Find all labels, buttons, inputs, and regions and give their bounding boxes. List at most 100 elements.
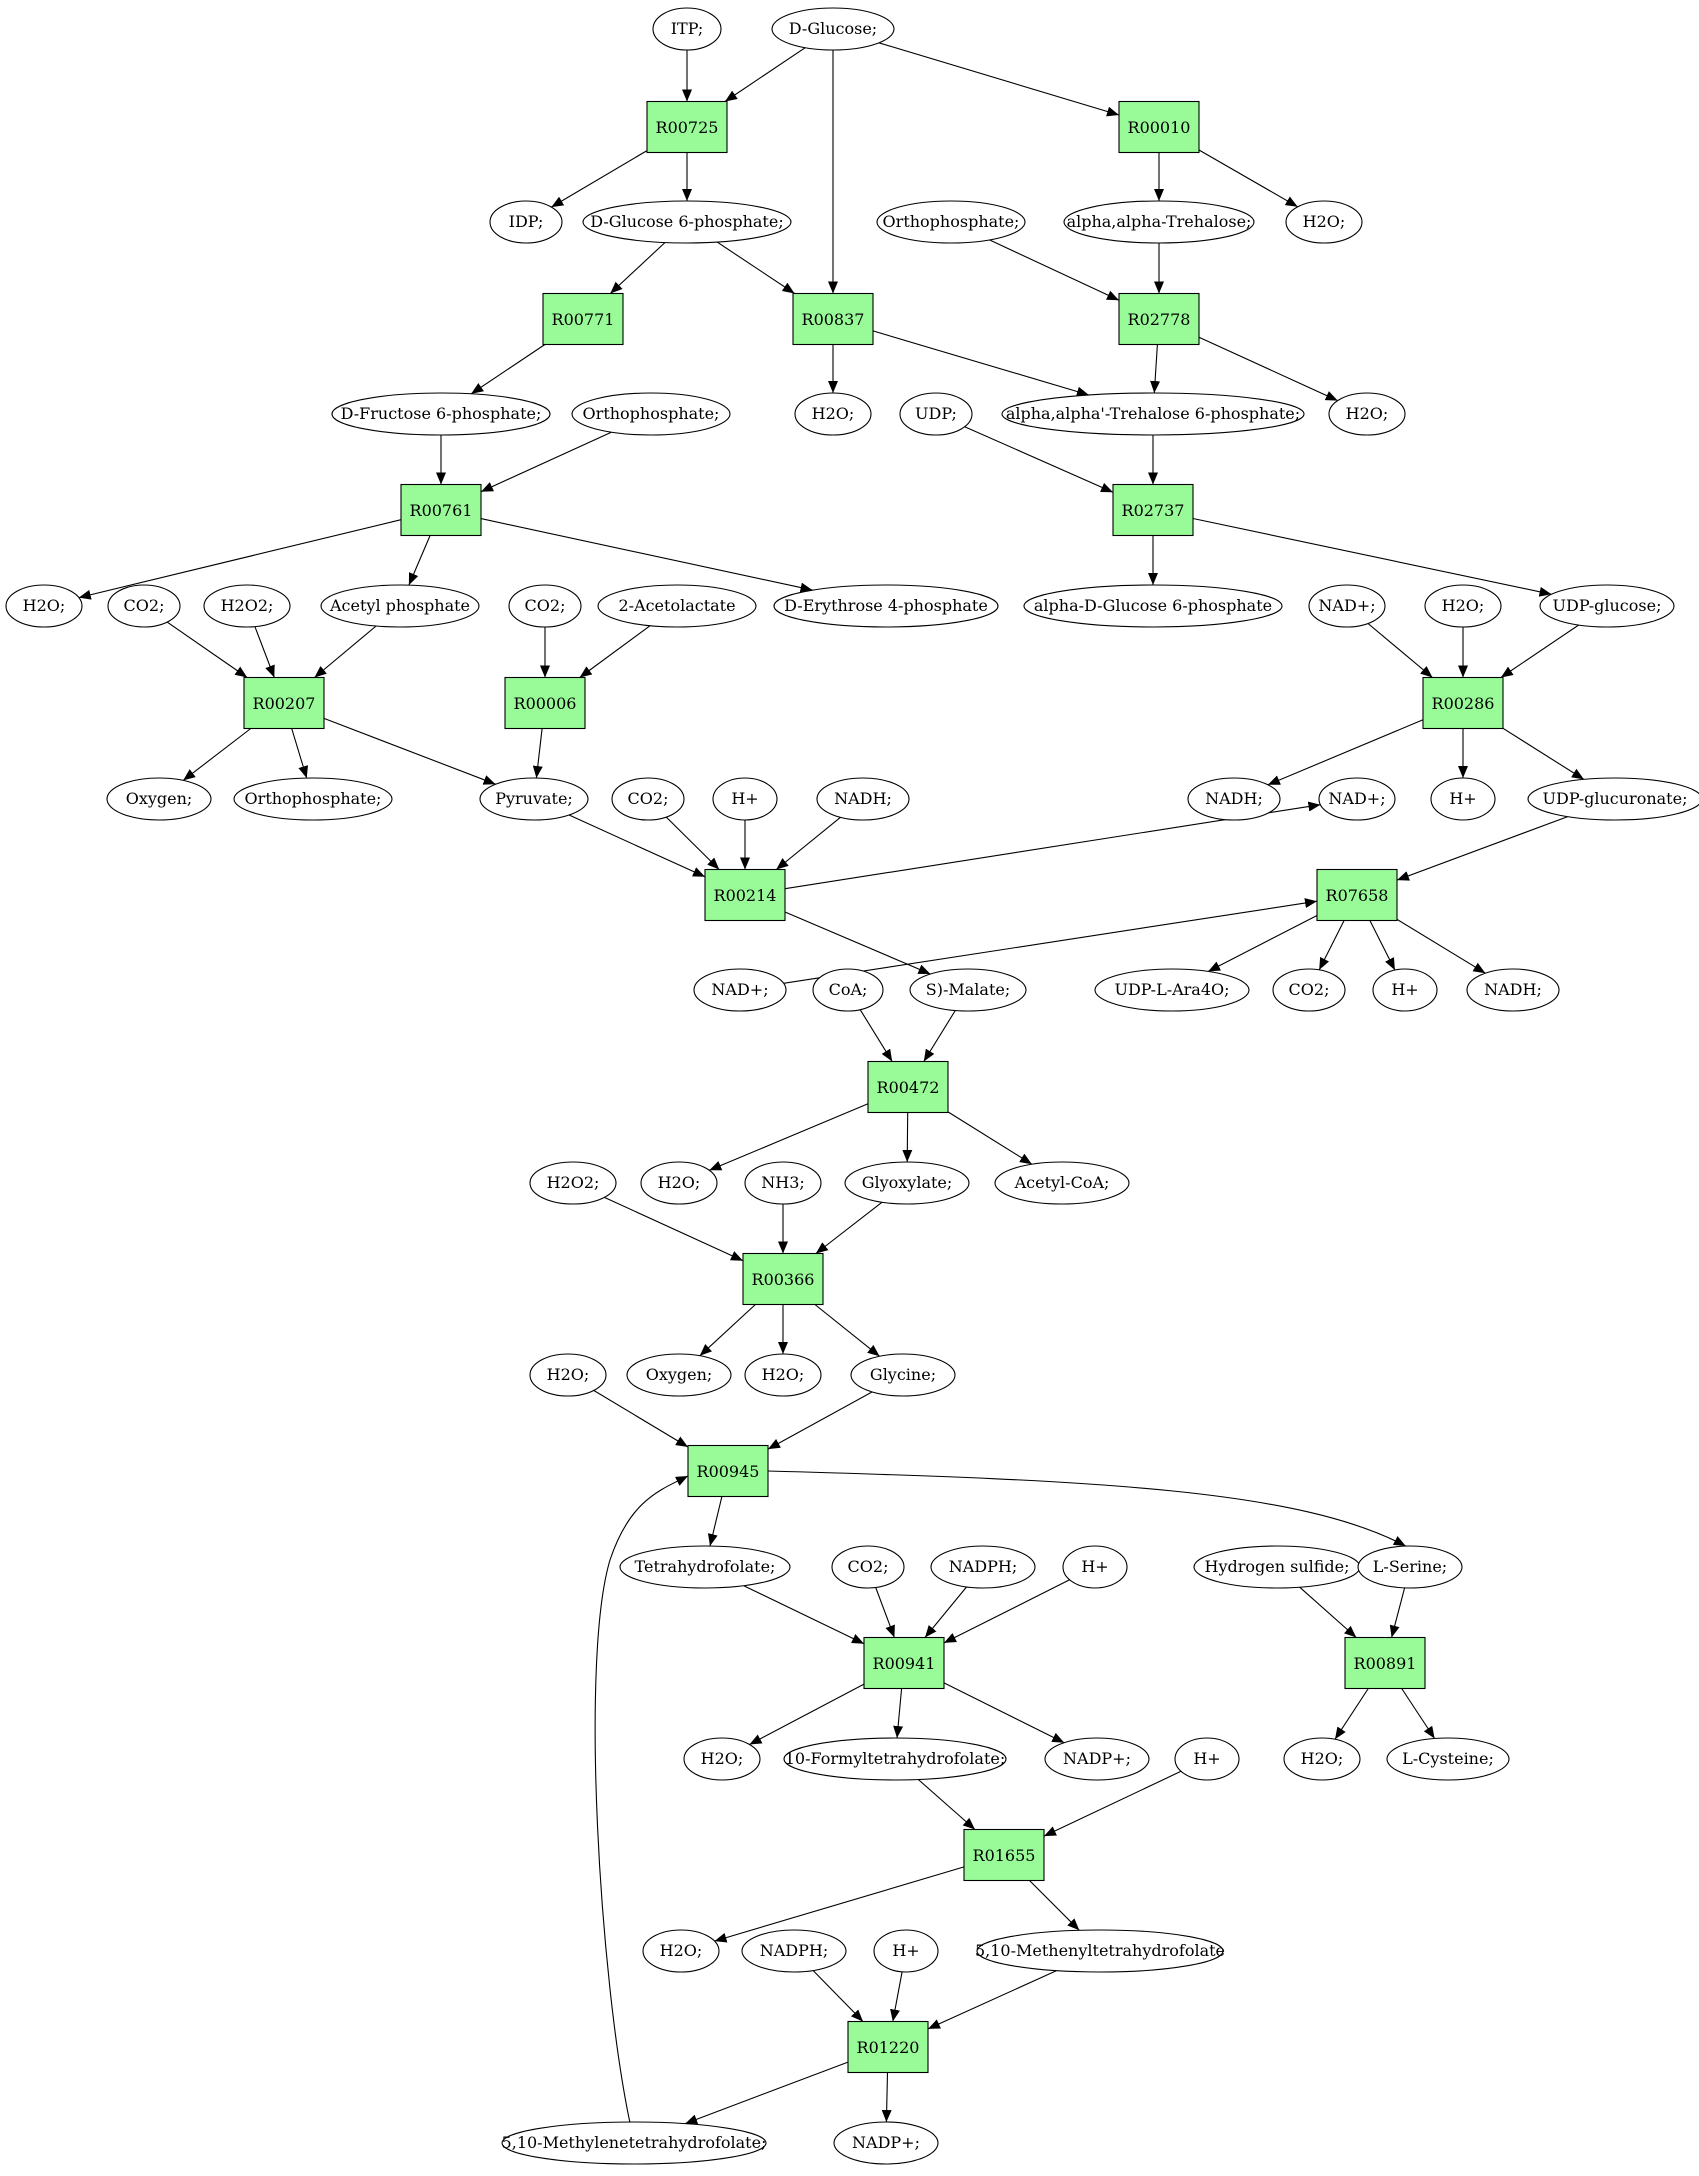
- compound-node-h2o[interactable]: H2O;: [640, 1161, 718, 1205]
- compound-node-nad-plus[interactable]: NAD+;: [1318, 777, 1396, 821]
- compound-node-nh3[interactable]: NH3;: [744, 1161, 822, 1205]
- compound-label: H2O;: [1442, 596, 1485, 615]
- compound-node-5-10-methylenetetrahydrofolate[interactable]: 5,10-Methylenetetrahydrofolate;: [501, 2121, 767, 2165]
- reaction-node-r02737[interactable]: R02737: [1112, 483, 1194, 537]
- compound-node-5-10-methenyltetrahydrofolate[interactable]: 5,10-Methenyltetrahydrofolate: [975, 1929, 1225, 1973]
- compound-node-alpha-alpha-trehalose[interactable]: alpha,alpha-Trehalose;: [1063, 200, 1255, 244]
- reaction-node-r01655[interactable]: R01655: [963, 1828, 1045, 1882]
- reaction-node-r01220[interactable]: R01220: [847, 2020, 929, 2074]
- compound-node-h-plus[interactable]: H+: [873, 1929, 939, 1973]
- compound-node-orthophosphate[interactable]: Orthophosphate;: [876, 200, 1026, 244]
- reaction-node-r00891[interactable]: R00891: [1344, 1636, 1426, 1690]
- reaction-box: [963, 1828, 1045, 1882]
- compound-node-nadp-plus[interactable]: NADP+;: [833, 2121, 939, 2165]
- compound-node-udp-glucose[interactable]: UDP-glucose;: [1539, 584, 1675, 628]
- compound-ellipse: [1386, 1737, 1510, 1781]
- compound-node-acetyl-coa[interactable]: Acetyl-CoA;: [994, 1161, 1130, 1205]
- compound-node-co2[interactable]: CO2;: [107, 584, 181, 628]
- compound-node-co2[interactable]: CO2;: [831, 1545, 905, 1589]
- compound-label: NAD+;: [1328, 789, 1385, 808]
- compound-node-co2[interactable]: CO2;: [1272, 968, 1346, 1012]
- reaction-node-r00286[interactable]: R00286: [1422, 676, 1504, 730]
- compound-node-h2o[interactable]: H2O;: [1285, 200, 1363, 244]
- compound-node-udp-l-ara4o[interactable]: UDP-L-Ara4O;: [1094, 968, 1250, 1012]
- compound-node-glycine[interactable]: Glycine;: [850, 1353, 956, 1397]
- compound-node-h-plus[interactable]: H+: [712, 777, 778, 821]
- edge-R00472-to-h2o_f: [709, 1103, 869, 1171]
- compound-node-h2o[interactable]: H2O;: [642, 1929, 720, 1973]
- compound-node-coa[interactable]: CoA;: [812, 968, 884, 1012]
- reaction-label: R00761: [410, 501, 473, 520]
- compound-node-nadh[interactable]: NADH;: [1187, 777, 1281, 821]
- compound-node-hydrogen-sulfide[interactable]: Hydrogen sulfide;: [1193, 1545, 1361, 1589]
- compound-node-l-cysteine[interactable]: L-Cysteine;: [1386, 1737, 1510, 1781]
- reaction-node-r00837[interactable]: R00837: [792, 292, 874, 346]
- compound-node-nadp-plus[interactable]: NADP+;: [1044, 1737, 1150, 1781]
- compound-node-nadh[interactable]: NADH;: [1466, 968, 1560, 1012]
- compound-node-2-acetolactate[interactable]: 2-Acetolactate: [597, 584, 757, 628]
- compound-label: Glyoxylate;: [862, 1173, 953, 1192]
- compound-node-h-plus[interactable]: H+: [1372, 968, 1438, 1012]
- compound-node-l-serine[interactable]: L-Serine;: [1357, 1545, 1463, 1589]
- edge-R00214-to-mal: [784, 911, 931, 975]
- compound-node-d-glucose[interactable]: D-Glucose;: [771, 7, 895, 51]
- compound-node-h2o[interactable]: H2O;: [744, 1353, 822, 1397]
- compound-node-co2[interactable]: CO2;: [611, 777, 685, 821]
- compound-ellipse: [106, 777, 212, 821]
- reaction-node-r00941[interactable]: R00941: [863, 1636, 945, 1690]
- reaction-node-r00207[interactable]: R00207: [243, 676, 325, 730]
- reaction-node-r00214[interactable]: R00214: [704, 868, 786, 922]
- reaction-node-r00366[interactable]: R00366: [742, 1252, 824, 1306]
- reaction-node-r00725[interactable]: R00725: [646, 100, 728, 154]
- reaction-label: R00207: [253, 694, 316, 713]
- compound-node-orthophosphate[interactable]: Orthophosphate;: [571, 392, 731, 436]
- compound-node-nadph[interactable]: NADPH;: [930, 1545, 1036, 1589]
- compound-node-h-plus[interactable]: H+: [1062, 1545, 1128, 1589]
- compound-node-s-malate[interactable]: S)-Malate;: [909, 968, 1027, 1012]
- compound-node-nad-plus[interactable]: NAD+;: [693, 968, 787, 1012]
- compound-node-h2o[interactable]: H2O;: [794, 392, 872, 436]
- compound-node-tetrahydrofolate[interactable]: Tetrahydrofolate;: [619, 1545, 791, 1589]
- reaction-node-r00945[interactable]: R00945: [687, 1444, 769, 1498]
- compound-node-h2o2[interactable]: H2O2;: [203, 584, 291, 628]
- compound-label: H+: [1391, 980, 1418, 999]
- compound-node-glyoxylate[interactable]: Glyoxylate;: [844, 1161, 970, 1205]
- reaction-node-r00761[interactable]: R00761: [400, 483, 482, 537]
- compound-node-itp[interactable]: ITP;: [652, 7, 722, 51]
- compound-node-nadh[interactable]: NADH;: [816, 777, 910, 821]
- compound-node-h-plus[interactable]: H+: [1430, 777, 1496, 821]
- compound-node-h-plus[interactable]: H+: [1174, 1737, 1240, 1781]
- compound-node-udp-glucuronate[interactable]: UDP-glucuronate;: [1527, 777, 1699, 821]
- compound-node-h2o[interactable]: H2O;: [1283, 1737, 1361, 1781]
- compound-node-acetyl-phosphate[interactable]: Acetyl phosphate: [320, 584, 480, 628]
- compound-node-h2o[interactable]: H2O;: [529, 1353, 607, 1397]
- compound-node-pyruvate[interactable]: Pyruvate;: [479, 777, 589, 821]
- compound-node-nad-plus[interactable]: NAD+;: [1308, 584, 1386, 628]
- reaction-node-r00010[interactable]: R00010: [1118, 100, 1200, 154]
- compound-node-udp[interactable]: UDP;: [899, 392, 973, 436]
- compound-node-oxygen[interactable]: Oxygen;: [626, 1353, 732, 1397]
- reaction-node-r00006[interactable]: R00006: [504, 676, 586, 730]
- compound-node-h2o[interactable]: H2O;: [1424, 584, 1502, 628]
- reaction-node-r02778[interactable]: R02778: [1118, 292, 1200, 346]
- compound-node-h2o2[interactable]: H2O2;: [529, 1161, 617, 1205]
- compound-node-nadph[interactable]: NADPH;: [741, 1929, 847, 1973]
- compound-node-idp[interactable]: IDP;: [489, 200, 563, 244]
- reaction-node-r00472[interactable]: R00472: [867, 1060, 949, 1114]
- edge-R01220-to-nadp_b: [881, 2072, 892, 2123]
- reaction-node-r00771[interactable]: R00771: [542, 292, 624, 346]
- compound-node-10-formyltetrahydrofolate[interactable]: 10-Formyltetrahydrofolate;: [783, 1737, 1007, 1781]
- compound-node-alpha-alpha-trehalose-6-phosphate[interactable]: alpha,alpha'-Trehalose 6-phosphate;: [1001, 392, 1305, 436]
- reaction-node-r07658[interactable]: R07658: [1316, 868, 1398, 922]
- compound-node-h2o[interactable]: H2O;: [683, 1737, 761, 1781]
- compound-node-h2o[interactable]: H2O;: [5, 584, 83, 628]
- reaction-box: [792, 292, 874, 346]
- compound-node-h2o[interactable]: H2O;: [1328, 392, 1406, 436]
- compound-node-orthophosphate[interactable]: Orthophosphate;: [233, 777, 393, 821]
- compound-node-d-fructose-6-phosphate[interactable]: D-Fructose 6-phosphate;: [331, 392, 551, 436]
- compound-node-d-glucose-6-phosphate[interactable]: D-Glucose 6-phosphate;: [582, 200, 792, 244]
- compound-node-d-erythrose-4-phosphate[interactable]: D-Erythrose 4-phosphate: [773, 584, 999, 628]
- compound-node-oxygen[interactable]: Oxygen;: [106, 777, 212, 821]
- compound-node-alpha-d-glucose-6-phosphate[interactable]: alpha-D-Glucose 6-phosphate: [1023, 584, 1283, 628]
- compound-node-co2[interactable]: CO2;: [508, 584, 582, 628]
